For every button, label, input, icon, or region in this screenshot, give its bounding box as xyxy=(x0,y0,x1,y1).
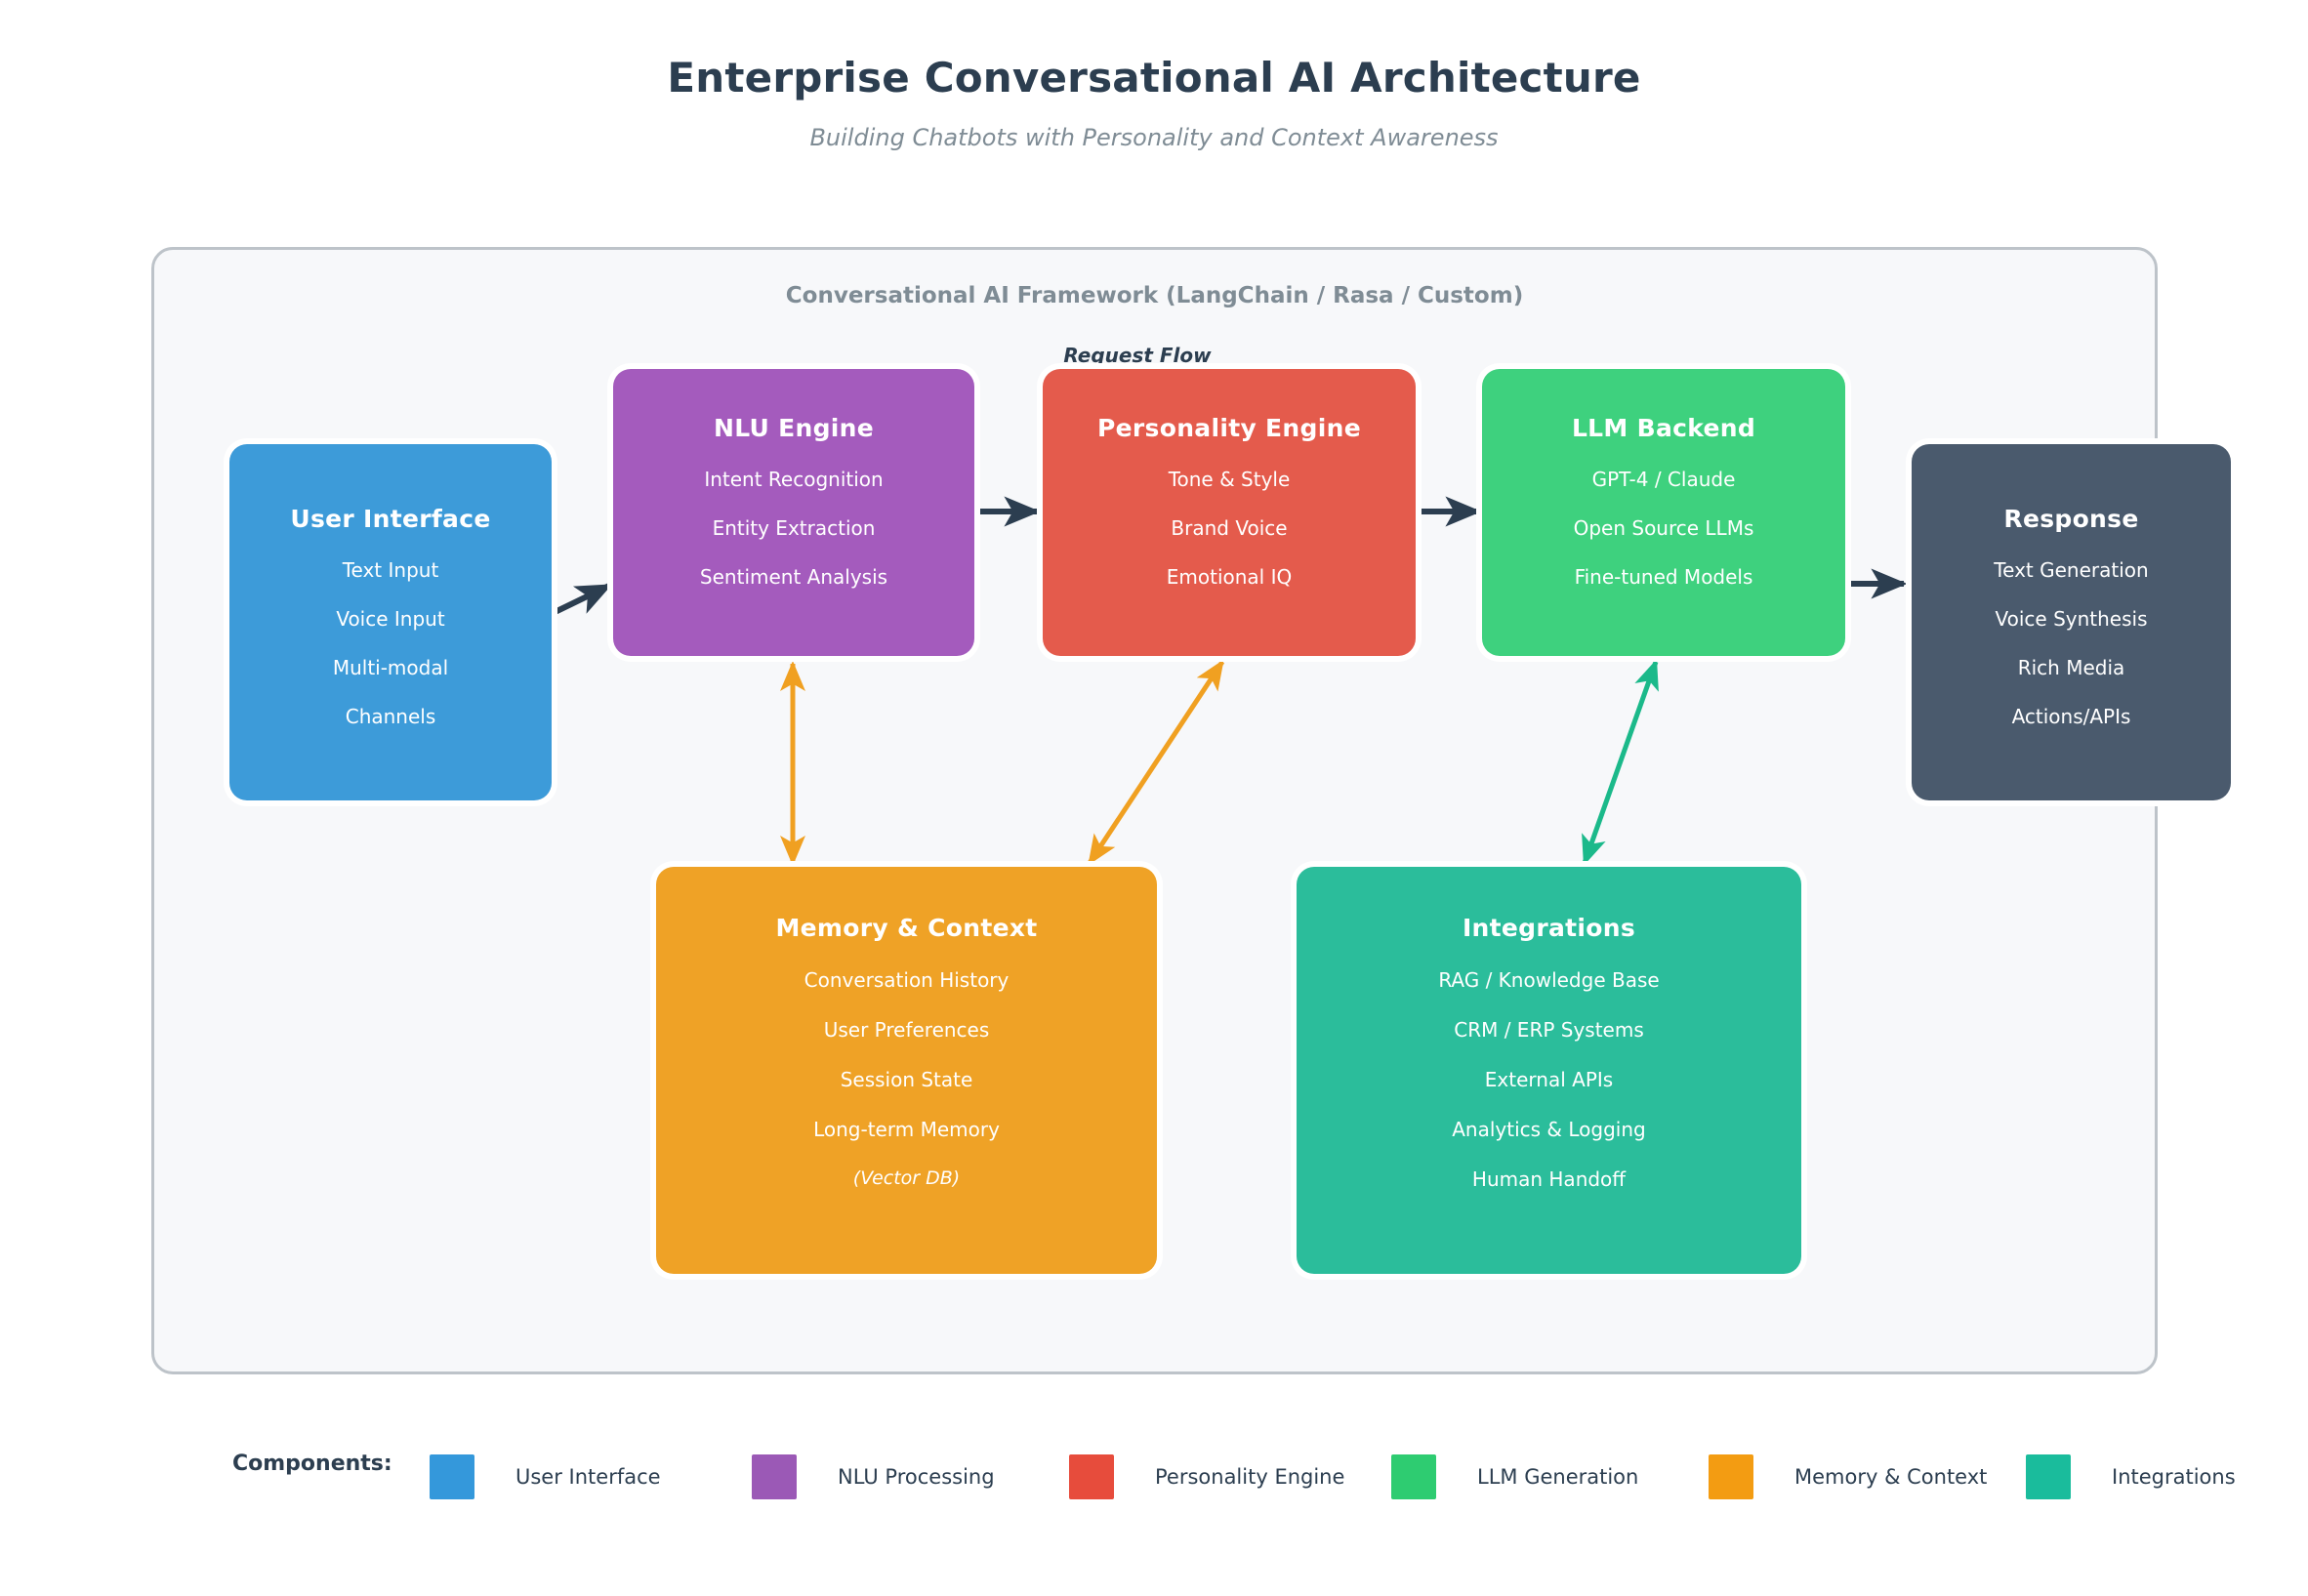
node-item: Open Source LLMs xyxy=(1573,516,1754,540)
node-title: Personality Engine xyxy=(1097,414,1361,442)
legend-swatch-icon xyxy=(752,1454,797,1499)
node-title: Memory & Context xyxy=(775,914,1038,942)
legend-item-integrations[interactable]: Integrations xyxy=(2026,1448,2236,1506)
node-item: Intent Recognition xyxy=(704,468,884,491)
node-item: Voice Synthesis xyxy=(1995,607,2148,631)
node-memory-context[interactable]: Memory & Context Conversation History Us… xyxy=(656,867,1157,1274)
node-item: Multi-modal xyxy=(332,656,449,679)
legend-swatch-icon xyxy=(1391,1454,1436,1499)
legend-swatch-icon xyxy=(1709,1454,1753,1499)
node-user-interface[interactable]: User Interface Text Input Voice Input Mu… xyxy=(229,444,552,800)
node-item: Tone & Style xyxy=(1168,468,1291,491)
legend-label: NLU Processing xyxy=(838,1465,995,1489)
node-item: Entity Extraction xyxy=(712,516,876,540)
page-subtitle: Building Chatbots with Personality and C… xyxy=(809,124,1499,151)
legend-item-user-interface[interactable]: User Interface xyxy=(430,1448,661,1506)
node-personality-engine[interactable]: Personality Engine Tone & Style Brand Vo… xyxy=(1043,369,1416,656)
legend: User Interface NLU Processing Personalit… xyxy=(430,1448,2236,1506)
node-item: Text Input xyxy=(342,558,439,582)
node-item: Session State xyxy=(840,1068,973,1091)
node-item: Fine-tuned Models xyxy=(1574,565,1753,589)
node-llm-backend[interactable]: LLM Backend GPT-4 / Claude Open Source L… xyxy=(1482,369,1845,656)
node-title: Integrations xyxy=(1462,914,1636,942)
legend-label: User Interface xyxy=(515,1465,661,1489)
legend-label: LLM Generation xyxy=(1477,1465,1639,1489)
node-item: Actions/APIs xyxy=(2011,705,2131,728)
node-integrations[interactable]: Integrations RAG / Knowledge Base CRM / … xyxy=(1297,867,1801,1274)
node-item: Conversation History xyxy=(804,968,1010,992)
legend-item-llm-generation[interactable]: LLM Generation xyxy=(1391,1448,1638,1506)
node-item: Analytics & Logging xyxy=(1452,1118,1646,1141)
node-title: NLU Engine xyxy=(713,414,875,442)
node-item: CRM / ERP Systems xyxy=(1454,1018,1644,1042)
legend-swatch-icon xyxy=(1069,1454,1114,1499)
page-title: Enterprise Conversational AI Architectur… xyxy=(667,54,1641,102)
legend-swatch-icon xyxy=(430,1454,474,1499)
legend-item-nlu-processing[interactable]: NLU Processing xyxy=(752,1448,995,1506)
node-item: User Preferences xyxy=(823,1018,990,1042)
legend-item-personality-engine[interactable]: Personality Engine xyxy=(1069,1448,1344,1506)
node-item: Text Generation xyxy=(1994,558,2149,582)
node-item: Channels xyxy=(345,705,436,728)
node-item: External APIs xyxy=(1484,1068,1614,1091)
framework-label: Conversational AI Framework (LangChain /… xyxy=(785,283,1524,308)
node-item: Rich Media xyxy=(2017,656,2125,679)
legend-item-memory-context[interactable]: Memory & Context xyxy=(1709,1448,1987,1506)
legend-swatch-icon xyxy=(2026,1454,2071,1499)
node-item: RAG / Knowledge Base xyxy=(1438,968,1660,992)
node-item: Voice Input xyxy=(336,607,445,631)
request-flow-label: Request Flow xyxy=(1063,344,1212,367)
legend-label: Integrations xyxy=(2112,1465,2236,1489)
node-item: GPT-4 / Claude xyxy=(1591,468,1736,491)
node-title: Response xyxy=(2003,505,2139,533)
node-title: LLM Backend xyxy=(1571,414,1756,442)
node-item: Human Handoff xyxy=(1471,1167,1627,1191)
legend-label: Personality Engine xyxy=(1155,1465,1345,1489)
node-item: Long-term Memory xyxy=(813,1118,1000,1141)
node-item: Brand Voice xyxy=(1171,516,1288,540)
node-item: (Vector DB) xyxy=(852,1167,961,1189)
node-item: Sentiment Analysis xyxy=(699,565,888,589)
node-title: User Interface xyxy=(290,505,491,533)
legend-title: Components: xyxy=(232,1452,392,1476)
node-item: Emotional IQ xyxy=(1166,565,1293,589)
legend-label: Memory & Context xyxy=(1794,1465,1988,1489)
node-nlu-engine[interactable]: NLU Engine Intent Recognition Entity Ext… xyxy=(613,369,974,656)
node-response[interactable]: Response Text Generation Voice Synthesis… xyxy=(1912,444,2231,800)
